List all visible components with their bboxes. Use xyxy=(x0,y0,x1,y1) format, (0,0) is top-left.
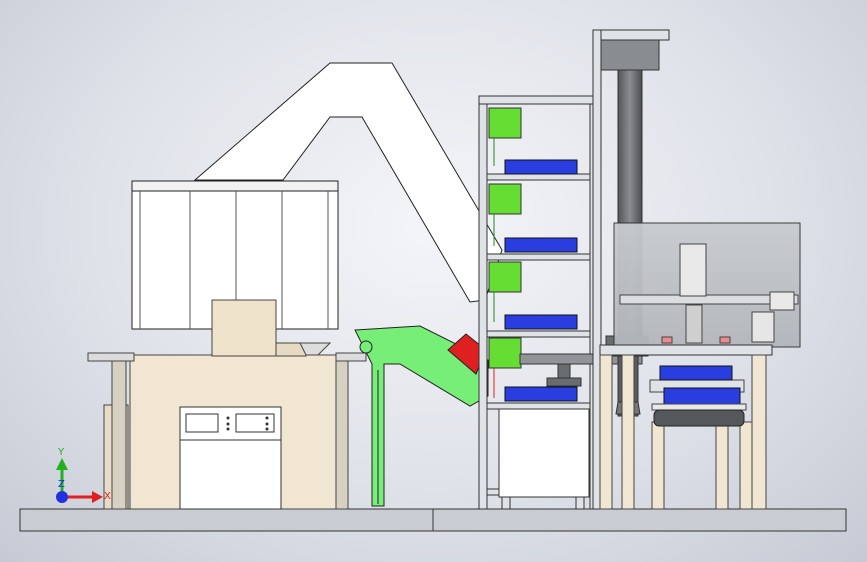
press-fixture xyxy=(519,353,643,387)
x-axis-label: X xyxy=(104,491,111,502)
discharge-chute xyxy=(193,62,503,303)
right-enclosure xyxy=(613,222,801,348)
right-worktable xyxy=(599,344,773,510)
z-axis-label: Z xyxy=(58,479,65,490)
base-plate xyxy=(19,508,847,532)
tray-rack-frame xyxy=(478,95,599,510)
coordinate-triad: Y X Z xyxy=(56,447,111,503)
blue-trays xyxy=(504,159,578,402)
hopper-bin xyxy=(131,180,339,330)
y-axis-label: Y xyxy=(57,447,65,458)
tray-actuators xyxy=(488,107,522,398)
z-axis-marker xyxy=(56,491,68,503)
inclined-conveyor xyxy=(354,325,489,507)
control-panel xyxy=(179,406,282,510)
